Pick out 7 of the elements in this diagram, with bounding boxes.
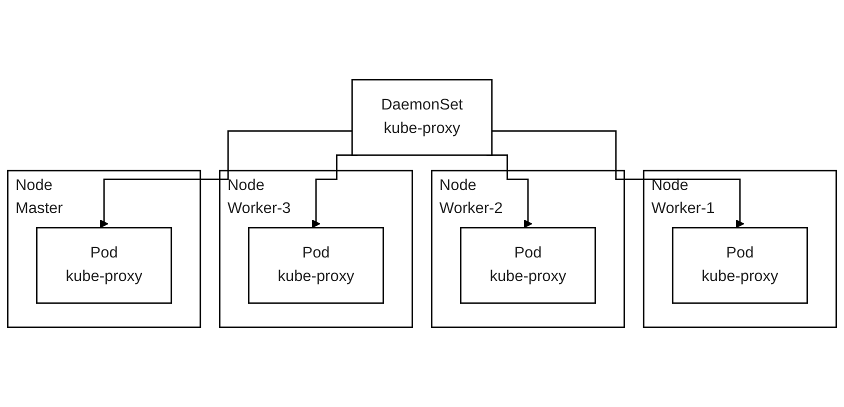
node-box: Pod kube-proxy (460, 226, 596, 304)
node-box: Pod kube-proxy (248, 226, 384, 304)
arrow (492, 130, 744, 228)
arrow (100, 130, 352, 228)
node-box: DaemonSet kube-proxy (351, 78, 493, 156)
node-box: Pod kube-proxy (36, 226, 172, 304)
node-box: Pod kube-proxy (672, 226, 808, 304)
